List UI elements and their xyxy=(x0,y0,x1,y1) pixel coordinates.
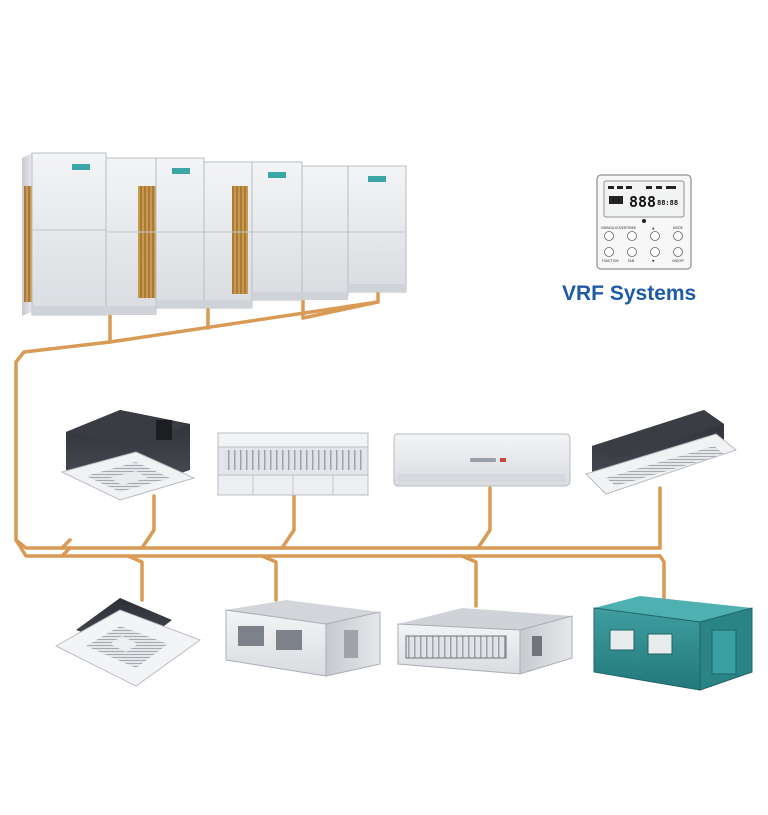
outdoor-unit-1 xyxy=(22,153,156,316)
wired-controller: 888 88:88 SWING/LOUVER TIMER ▲ MODE FUNC… xyxy=(597,175,691,269)
controller-label-onoff: ON/OFF xyxy=(672,259,684,263)
teal-duct-unit-icon xyxy=(594,596,752,690)
controller-button-function xyxy=(605,248,614,257)
controller-label-function: FUNCTION xyxy=(602,259,619,263)
controller-button-mode xyxy=(674,232,683,241)
controller-button-fan xyxy=(628,248,637,257)
outdoor-units xyxy=(22,153,406,316)
controller-label-swing: SWING/LOUVER xyxy=(601,226,627,230)
slim-duct-icon xyxy=(398,608,572,674)
controller-button-up xyxy=(651,232,660,241)
wall-split-unit-icon xyxy=(394,434,570,486)
controller-lcd-digits: 888 xyxy=(629,193,656,211)
outdoor-unit-2 xyxy=(156,158,252,308)
controller-button-down xyxy=(651,248,660,257)
ceiling-floor-unit-icon xyxy=(218,433,368,495)
controller-button-onoff xyxy=(674,248,683,257)
controller-lcd-time: 88:88 xyxy=(657,199,678,207)
controller-label-timer: TIMER xyxy=(625,226,637,230)
controller-label-mode: MODE xyxy=(673,226,683,230)
one-way-cassette-icon xyxy=(586,410,736,494)
four-way-cassette-icon xyxy=(62,410,194,500)
controller-button-timer xyxy=(628,232,637,241)
controller-button-swing xyxy=(605,232,614,241)
outdoor-unit-4 xyxy=(348,166,406,292)
compact-cassette-icon xyxy=(56,598,200,686)
high-static-duct-icon xyxy=(226,600,380,676)
page-title: VRF Systems xyxy=(562,282,696,306)
controller-label-fan: FAN xyxy=(628,259,635,263)
outdoor-unit-3 xyxy=(252,162,348,300)
